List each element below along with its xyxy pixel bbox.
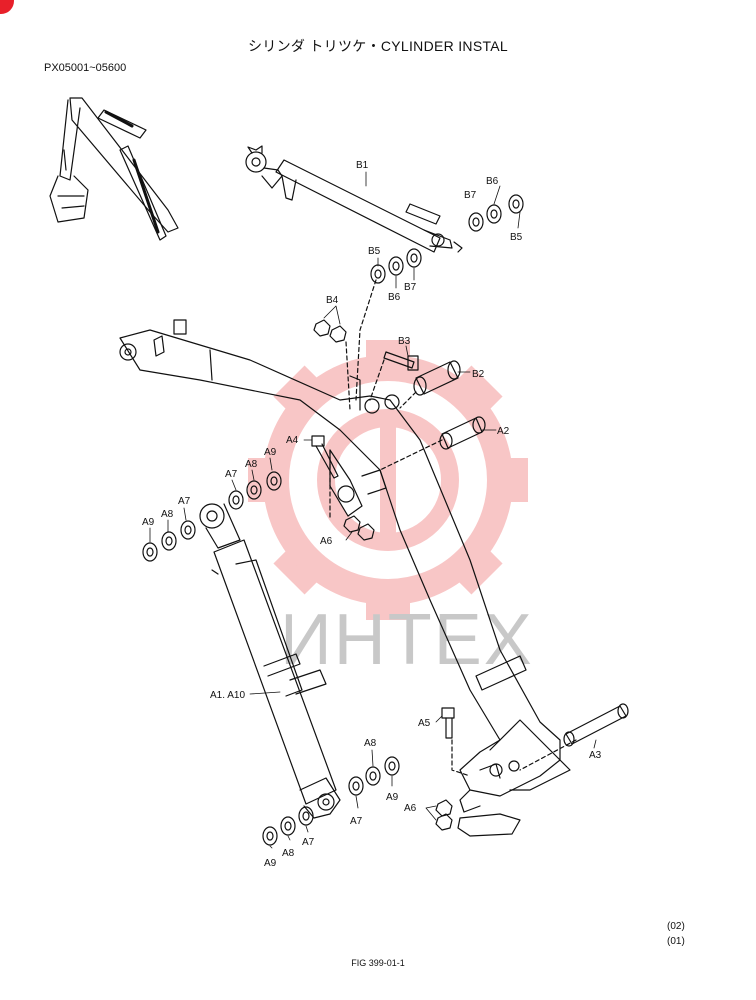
callout-a6-lower: A6 [404, 803, 417, 814]
callout-b7-upper: B7 [464, 190, 477, 201]
page-title: シリンダ トリツケ・CYLINDER INSTAL [247, 38, 509, 54]
callout-b6-upper: B6 [486, 176, 499, 187]
boom-cylinder-b1 [245, 145, 463, 253]
callout-b4: B4 [326, 295, 339, 306]
callout-a6-upper: A6 [320, 536, 333, 547]
nuts-b4 [313, 319, 347, 343]
callout-a9-top: A9 [264, 447, 277, 458]
callout-b7-lower: B7 [404, 282, 417, 293]
callout-a3: A3 [589, 750, 602, 761]
installation-lines [329, 279, 577, 777]
washers-a7-a9-top [228, 471, 282, 510]
washers-b5-b7-lower [370, 248, 422, 284]
nuts-a6-upper [343, 515, 375, 541]
figure-reference: FIG 399-01-1 [351, 958, 405, 968]
washers-a7-a9-right [348, 756, 400, 796]
callout-a8-left: A8 [161, 509, 174, 520]
bolt-b3 [383, 351, 419, 371]
arm-cylinder-a1-a10 [199, 503, 341, 819]
revision-2: (01) [667, 936, 685, 947]
callout-b1: B1 [356, 160, 369, 171]
callout-a9-left: A9 [142, 517, 155, 528]
bolt-a4 [311, 435, 339, 479]
callout-a9-bottom: A9 [264, 858, 277, 869]
callout-a5: A5 [418, 718, 431, 729]
boom [119, 319, 571, 813]
callout-a7-bottom: A7 [302, 837, 315, 848]
washers-a7-a9-bottom [262, 806, 314, 846]
callout-a7-left: A7 [178, 496, 191, 507]
leader-lines [149, 171, 597, 849]
callout-b5-upper: B5 [510, 232, 523, 243]
callout-b2: B2 [472, 369, 485, 380]
pin-a3 [563, 703, 629, 747]
callout-a9-right: A9 [386, 792, 399, 803]
callout-a8-right: A8 [364, 738, 377, 749]
callout-b3: B3 [398, 336, 411, 347]
washers-a7-a9-left [142, 520, 196, 562]
watermark-gear-icon [248, 340, 528, 620]
callout-a4: A4 [286, 435, 299, 446]
washers-b5-b7-upper [468, 194, 524, 232]
callout-b6-lower: B6 [388, 292, 401, 303]
callout-a1-a10: A1. A10 [210, 690, 245, 701]
callout-a7-top: A7 [225, 469, 238, 480]
callout-labels: B1 B6 B7 B5 B5 B7 B6 B4 B3 B2 A2 A4 A9 A… [142, 160, 602, 869]
callout-a7-right: A7 [350, 816, 363, 827]
bolt-a5 [441, 707, 455, 739]
callout-a8-bottom: A8 [282, 848, 295, 859]
thumbnail-excavator-icon [49, 97, 179, 241]
callout-a2: A2 [497, 426, 510, 437]
watermark-text: ИНТЕХ [280, 600, 534, 680]
revision-1: (02) [667, 921, 685, 932]
nuts-a6-lower [435, 799, 521, 837]
serial-range: PX05001~05600 [44, 62, 127, 74]
callout-b5-lower: B5 [368, 246, 381, 257]
callout-a8-top: A8 [245, 459, 258, 470]
pin-a2 [439, 416, 486, 450]
pin-b2 [413, 360, 461, 396]
